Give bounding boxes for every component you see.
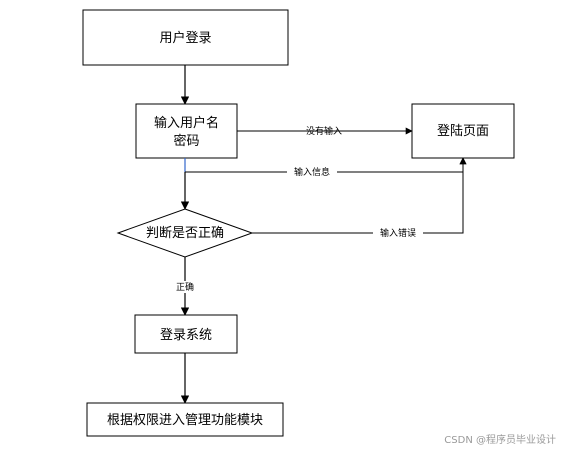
edge-input-info-label: 输入信息 [294,166,330,178]
node-user-login: 用户登录 [82,9,289,66]
node-user-login-label: 用户登录 [159,30,211,46]
node-input-label-line2: 密码 [173,133,199,149]
node-login-system: 登录系统 [134,314,238,354]
node-input-credentials: 输入用户名 密码 [135,103,238,159]
node-login-page: 登陆页面 [411,103,515,159]
edge-correct-label-bg [173,281,197,293]
csdn-watermark: CSDN @程序员毕业设计 [444,433,556,446]
node-login-page-label: 登陆页面 [437,123,489,139]
node-input-label-line1: 输入用户名 [154,115,219,131]
edge-no-input-label: 没有输入 [306,125,342,137]
node-login-system-label: 登录系统 [160,328,212,343]
edge-input-info-label-bg [287,166,337,178]
node-modules-label: 根据权限进入管理功能模块 [107,412,263,428]
node-modules: 根据权限进入管理功能模块 [86,402,284,437]
edge-correct-label: 正确 [176,281,194,293]
edge-input-error [252,157,467,234]
node-decision-label: 判断是否正确 [146,226,224,241]
edge-input-error-label: 输入错误 [380,227,416,239]
edge-input-error-label-bg [373,227,423,239]
node-decision: 判断是否正确 [116,208,254,258]
